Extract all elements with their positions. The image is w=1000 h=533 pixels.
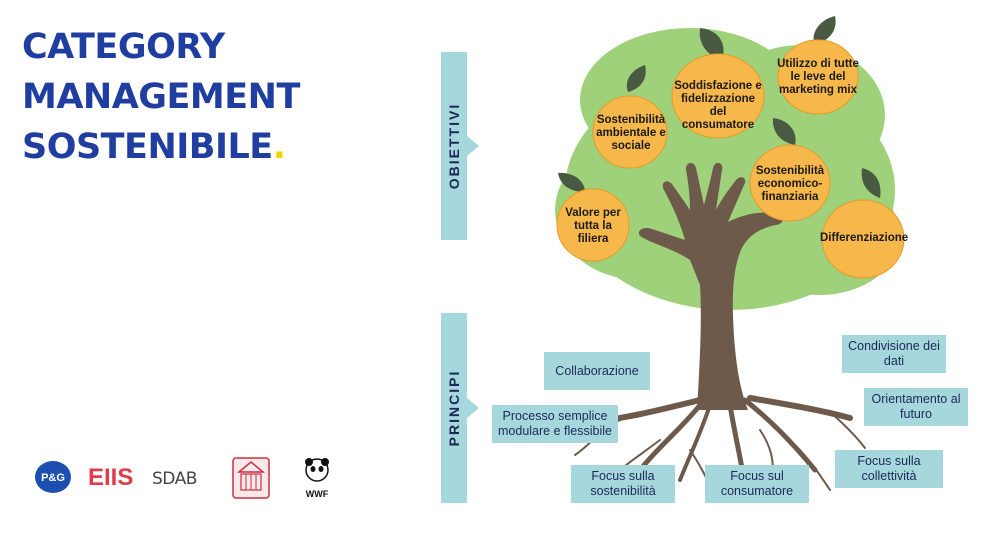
apple-marketing-mix	[777, 39, 859, 115]
apple-filiera	[556, 188, 630, 262]
sda-logo: SDAB	[152, 469, 197, 489]
partner-logos: P&G EIIS SDAB WWF	[35, 457, 329, 499]
apple-soddisfazione	[671, 53, 765, 139]
objectives-tab	[441, 52, 467, 240]
tree-illustration	[539, 16, 905, 491]
page-title: CATEGORY MANAGEMENT SOSTENIBILE.	[22, 22, 300, 172]
title-dot: .	[272, 127, 286, 167]
principles-label: PRINCIPI	[446, 369, 462, 447]
title-line-2: MANAGEMENT	[22, 77, 300, 117]
apple-label-filiera: Valore per tutta la filiera	[565, 207, 621, 245]
title-line-1: CATEGORY	[22, 27, 225, 67]
principles-tab	[441, 313, 467, 503]
objectives-tab-arrow	[467, 136, 479, 156]
principle-orientamento: Orientamento al futuro	[864, 388, 968, 426]
apple-ambientale	[592, 95, 668, 169]
principles-tab-arrow	[467, 398, 479, 418]
svg-text:WWF: WWF	[306, 489, 329, 499]
apple-label-marketing-mix: Utilizzo di tutte le leve del marketing …	[777, 58, 859, 96]
principle-condivisione: Condivisione dei dati	[842, 335, 946, 373]
title-line-3: SOSTENIBILE.	[22, 122, 300, 172]
apple-leaves	[558, 16, 881, 198]
university-seal-logo	[232, 457, 270, 499]
apples	[556, 39, 905, 279]
apple-economico	[749, 144, 831, 222]
title-line-3-text: SOSTENIBILE	[22, 127, 273, 167]
principle-collaborazione: Collaborazione	[544, 352, 650, 390]
svg-text:SDAB: SDAB	[152, 469, 197, 489]
apple-differenziazione	[821, 199, 905, 279]
principle-focus-sostenibilita: Focus sulla sostenibilità	[571, 465, 675, 503]
principle-focus-collettivita: Focus sulla collettività	[835, 450, 943, 488]
objectives-label: OBIETTIVI	[446, 102, 462, 190]
principle-processo: Processo semplice modulare e flessibile	[492, 405, 618, 443]
apple-label-differenziazione: Differenziazione	[820, 232, 909, 244]
eis-logo: EIIS	[88, 464, 133, 491]
svg-text:EIIS: EIIS	[88, 464, 133, 491]
tree-trunk-hand	[638, 162, 784, 410]
wwf-logo: WWF	[305, 458, 329, 499]
apple-label-economico: Sostenibilità economico-finanziaria	[755, 165, 825, 203]
pg-logo: P&G	[35, 461, 71, 493]
principle-focus-consumatore: Focus sul consumatore	[705, 465, 809, 503]
apple-label-ambientale: Sostenibilità ambientale e sociale	[596, 114, 666, 152]
apple-label-soddisfazione: Soddisfazione e fidelizzazione del consu…	[674, 80, 762, 131]
svg-text:P&G: P&G	[41, 472, 65, 484]
